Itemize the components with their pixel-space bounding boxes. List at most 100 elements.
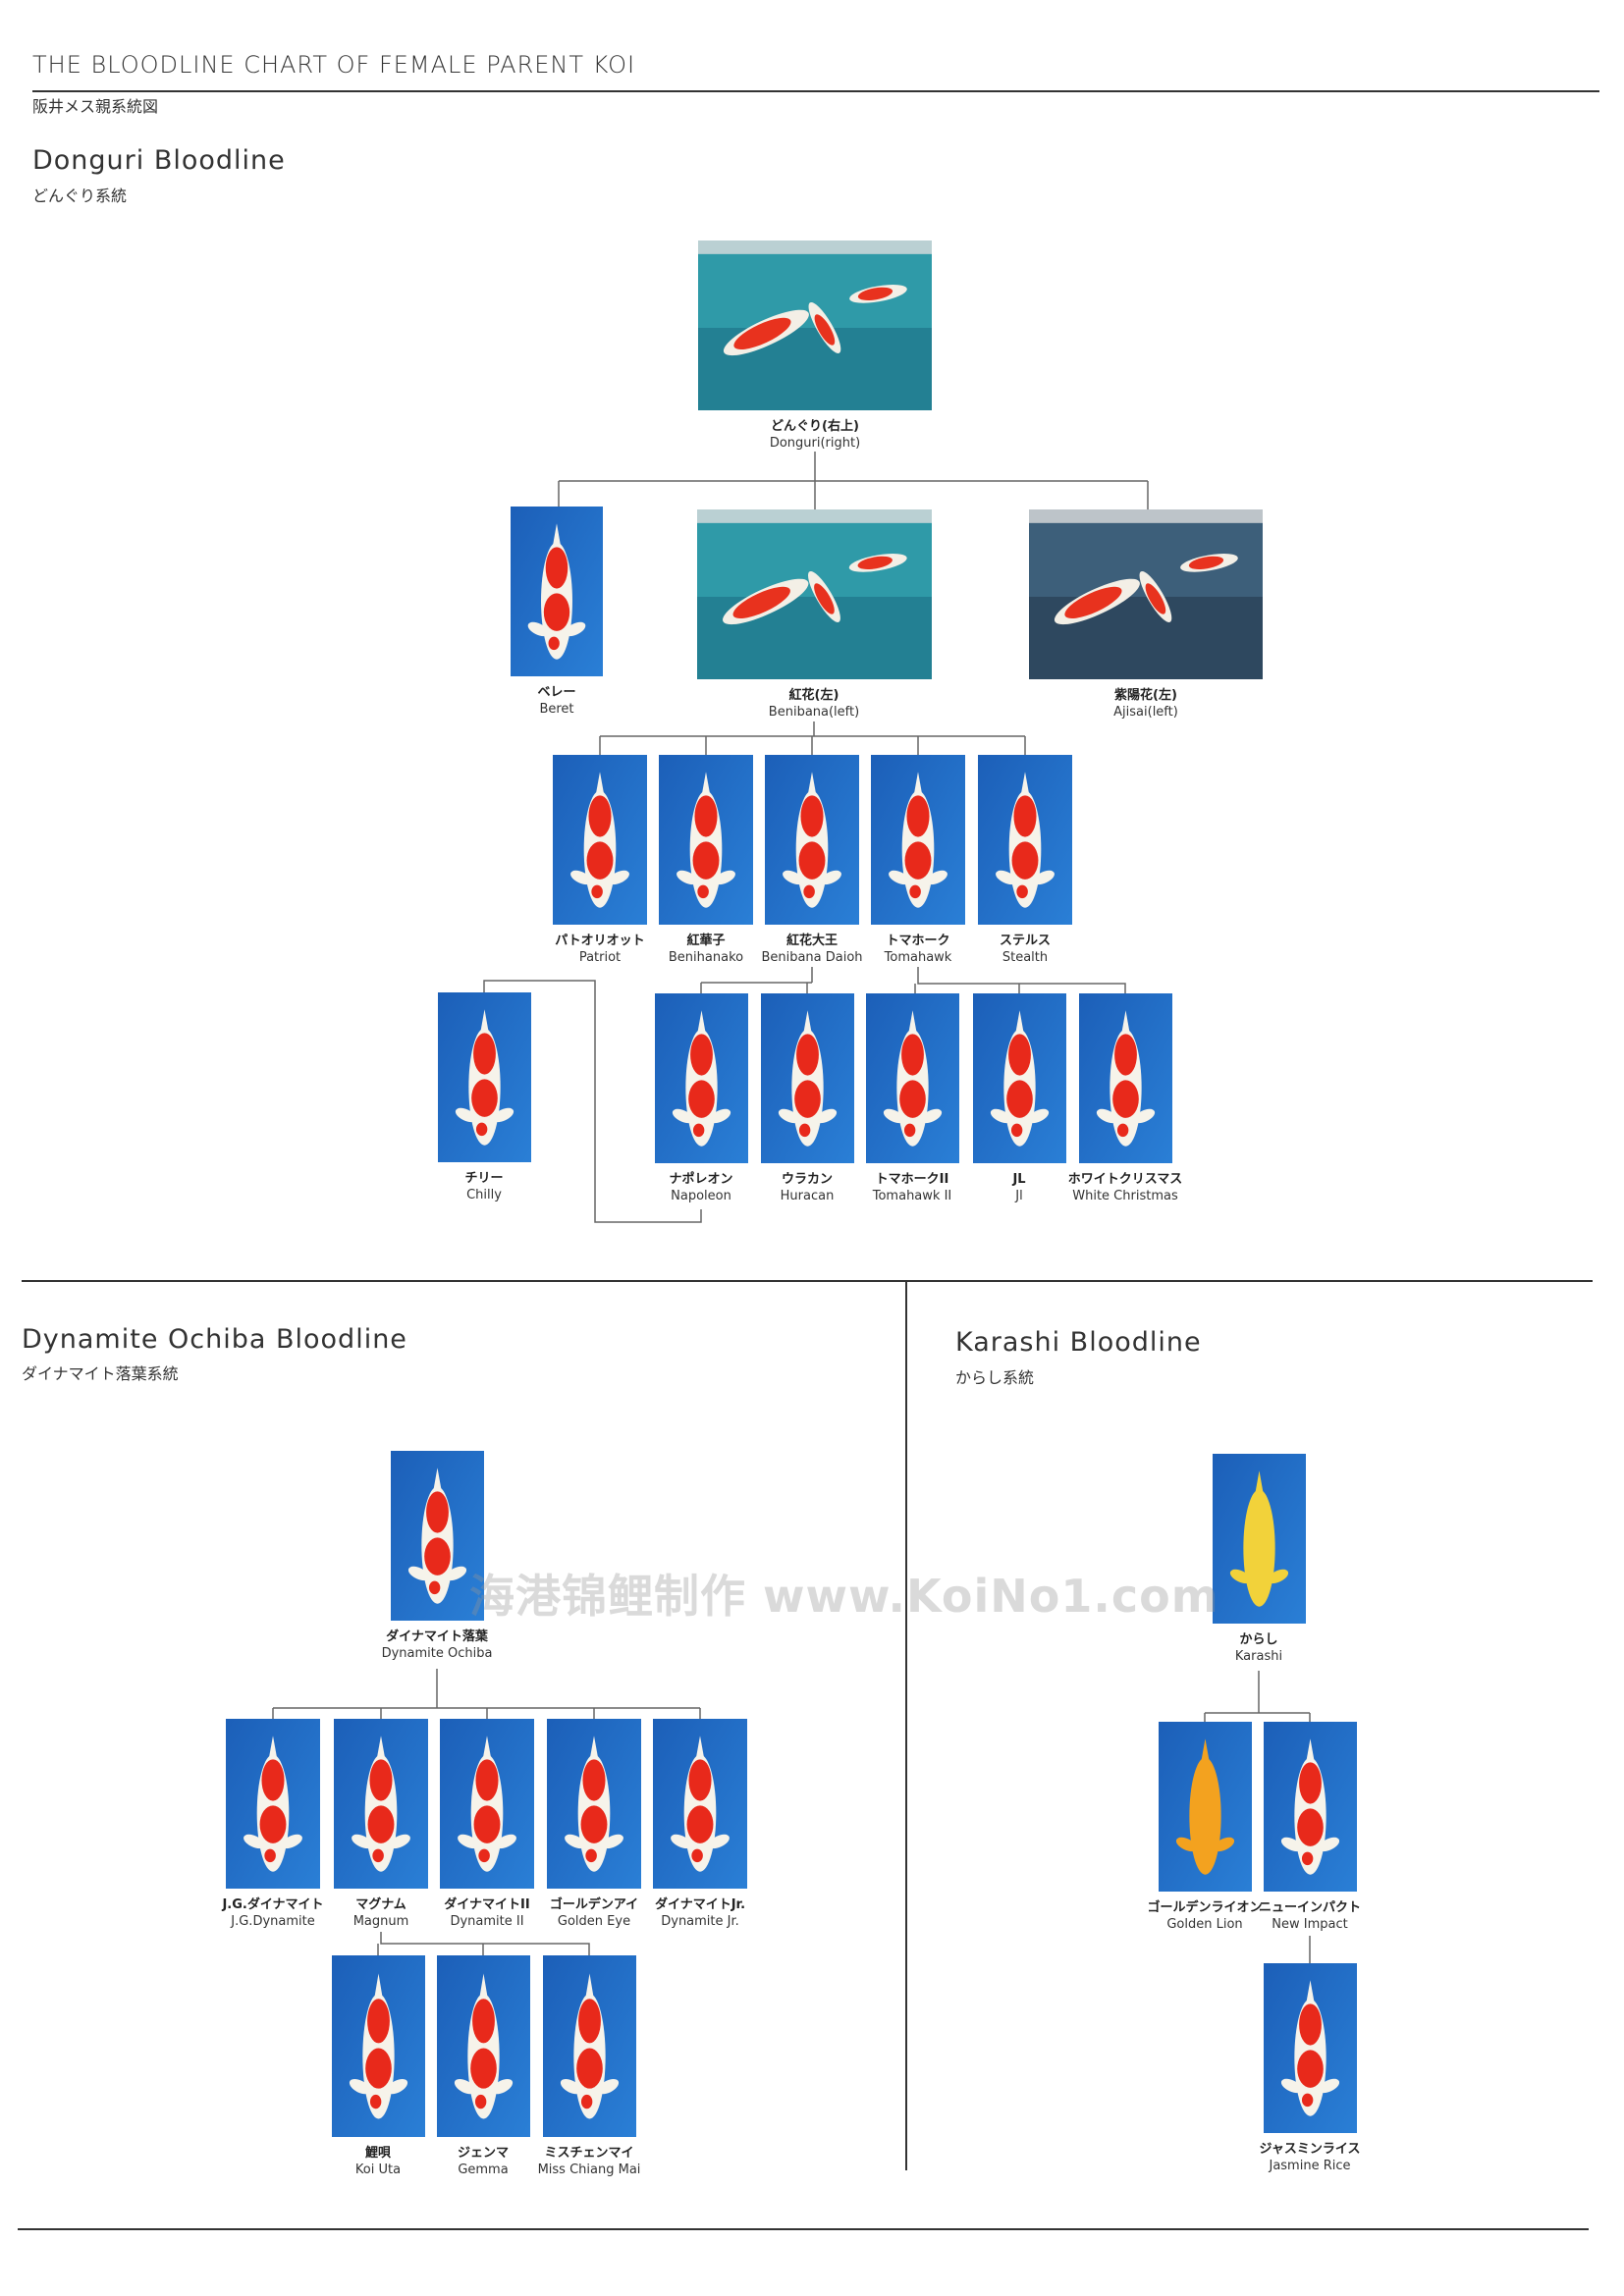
koi-photo	[871, 755, 965, 925]
koi-name-jp: ゴールデンアイ	[549, 1897, 639, 1912]
koi-name-en: Tomahawk	[884, 950, 952, 965]
koi-name-en: Beret	[539, 702, 574, 717]
koi-name-en: Tomahawk II	[872, 1189, 952, 1203]
koi-name-en: Donguri(right)	[769, 436, 861, 451]
koi-name-jp: ダイナマイトJr.	[654, 1897, 746, 1912]
koi-label: ダイナマイトII Dynamite II	[399, 1896, 575, 1930]
donguri-section-subtitle: どんぐり系統	[32, 187, 128, 205]
koi-name-jp: マグナム	[355, 1897, 406, 1912]
koi-photo	[978, 755, 1072, 925]
koi-name-jp: ゴールデンライオン	[1147, 1900, 1263, 1915]
koi-photo	[653, 1719, 747, 1889]
koi-name-jp: 紫陽花(左)	[1114, 688, 1177, 703]
koi-photo	[436, 1955, 530, 2137]
koi-photo	[972, 993, 1066, 1163]
koi-label: どんぐり(右上) Donguri(right)	[727, 418, 903, 452]
ochiba-section-title: Dynamite Ochiba Bloodline	[22, 1324, 407, 1355]
koi-photo	[654, 993, 748, 1163]
connector	[483, 980, 702, 1223]
koi-label: ダイナマイトJr.Dynamite Jr.	[612, 1896, 788, 1930]
koi-name-en: Miss Chiang Mai	[537, 2163, 641, 2177]
koi-name-jp: ダイナマイトII	[444, 1897, 530, 1912]
koi-name-en: Gemma	[458, 2163, 509, 2177]
koi-name-jp: 紅花(左)	[788, 688, 839, 703]
koi-name-en: Patriot	[578, 950, 622, 965]
bottom-divider	[18, 2228, 1589, 2230]
koi-name-jp: どんぐり(右上)	[771, 419, 859, 434]
koi-photo	[440, 1719, 534, 1889]
koi-name-en: Napoleon	[671, 1189, 731, 1203]
koi-name-jp: ジェンマ	[457, 2146, 509, 2161]
koi-name-jp: 紅華子	[686, 934, 726, 948]
koi-label: パトオリオット Patriot	[512, 933, 688, 966]
koi-name-jp: トマホークII	[875, 1172, 949, 1187]
koi-photo	[334, 1719, 428, 1889]
section-divider-horizontal	[22, 1280, 1593, 1282]
page-subtitle: 阪井メス親系統図	[32, 97, 159, 116]
koi-photo	[1212, 1454, 1306, 1624]
connector	[272, 1669, 701, 1719]
koi-name-jp: ジャスミンライス	[1259, 2142, 1361, 2157]
koi-name-en: Golden Lion	[1166, 1917, 1243, 1932]
koi-name-jp: JL	[1012, 1172, 1026, 1187]
donguri-section-title: Donguri Bloodline	[32, 145, 286, 176]
karashi-section-title: Karashi Bloodline	[955, 1327, 1202, 1358]
page-title: THE BLOODLINE CHART OF FEMALE PARENT KOI	[32, 51, 636, 79]
koi-label: ミスチェンマイ Miss Chiang Mai	[501, 2145, 677, 2178]
koi-name-en: Stealth	[1001, 950, 1049, 965]
koi-label: マグナム Magnum	[293, 1896, 469, 1930]
koi-label: ホワイトクリスマス White Christmas	[1037, 1171, 1214, 1204]
koi-name-jp: ホワイトクリスマス	[1067, 1172, 1183, 1187]
koi-name-jp: ナポレオン	[669, 1172, 733, 1187]
koi-label: ゴールデンライオン Golden Lion	[1116, 1899, 1293, 1933]
koi-name-en: White Christmas	[1072, 1189, 1178, 1203]
koi-name-en: J.G.Dynamite	[231, 1914, 315, 1929]
koi-photo	[1078, 993, 1172, 1163]
koi-name-en: Jl	[1015, 1189, 1023, 1203]
koi-name-jp: ダイナマイト落葉	[386, 1629, 488, 1644]
koi-name-en: Ajisai(left)	[1113, 705, 1178, 720]
ochiba-section-subtitle: ダイナマイト落葉系統	[22, 1364, 179, 1383]
koi-name-en: Benibana(left)	[768, 705, 860, 720]
koi-name-jp: パトオリオット	[555, 934, 645, 948]
koi-name-jp: ベレー	[537, 685, 576, 700]
koi-name-jp: ミスチェンマイ	[544, 2146, 634, 2161]
koi-name-jp: チリー	[464, 1171, 504, 1186]
koi-name-en: Jasmine Rice	[1269, 2159, 1351, 2173]
koi-label: ジェンマ Gemma	[395, 2145, 571, 2178]
koi-name-en: Benihanako	[668, 950, 744, 965]
koi-photo	[547, 1719, 641, 1889]
koi-photo	[698, 240, 932, 410]
koi-name-en: Koi Uta	[354, 2163, 402, 2177]
koi-name-jp: 紅花大王	[785, 934, 838, 948]
koi-label: JL Jl	[931, 1171, 1108, 1204]
koi-photo	[659, 755, 753, 925]
koi-name-en: Dynamite Ochiba	[381, 1646, 493, 1661]
koi-label: ステルス Stealth	[937, 933, 1113, 966]
koi-name-en: Benibana Daioh	[761, 950, 863, 965]
koi-name-en: New Impact	[1272, 1917, 1348, 1932]
connector	[377, 1932, 590, 1955]
connector	[599, 721, 1026, 755]
koi-name-en: Karashi	[1234, 1649, 1283, 1664]
koi-label: 紫陽花(左) Ajisai(left)	[1057, 687, 1234, 721]
koi-name-jp: からし	[1239, 1632, 1278, 1647]
koi-label: ベレー Beret	[468, 684, 645, 718]
connector	[558, 452, 1149, 509]
koi-name-jp: ニューインパクト	[1258, 1900, 1361, 1915]
koi-name-en: Dynamite II	[450, 1914, 524, 1929]
koi-name-en: Huracan	[780, 1189, 835, 1203]
koi-name-en: Magnum	[352, 1914, 409, 1929]
koi-name-jp: ステルス	[999, 934, 1051, 948]
title-divider	[32, 90, 1599, 92]
koi-name-en: Chilly	[466, 1188, 502, 1202]
connector	[1204, 1671, 1311, 1722]
koi-label: 紅華子 Benihanako	[618, 933, 794, 966]
connector	[914, 967, 1126, 993]
connector	[700, 967, 813, 993]
koi-label: ナポレオン Napoleon	[613, 1171, 789, 1204]
koi-photo	[511, 507, 603, 676]
